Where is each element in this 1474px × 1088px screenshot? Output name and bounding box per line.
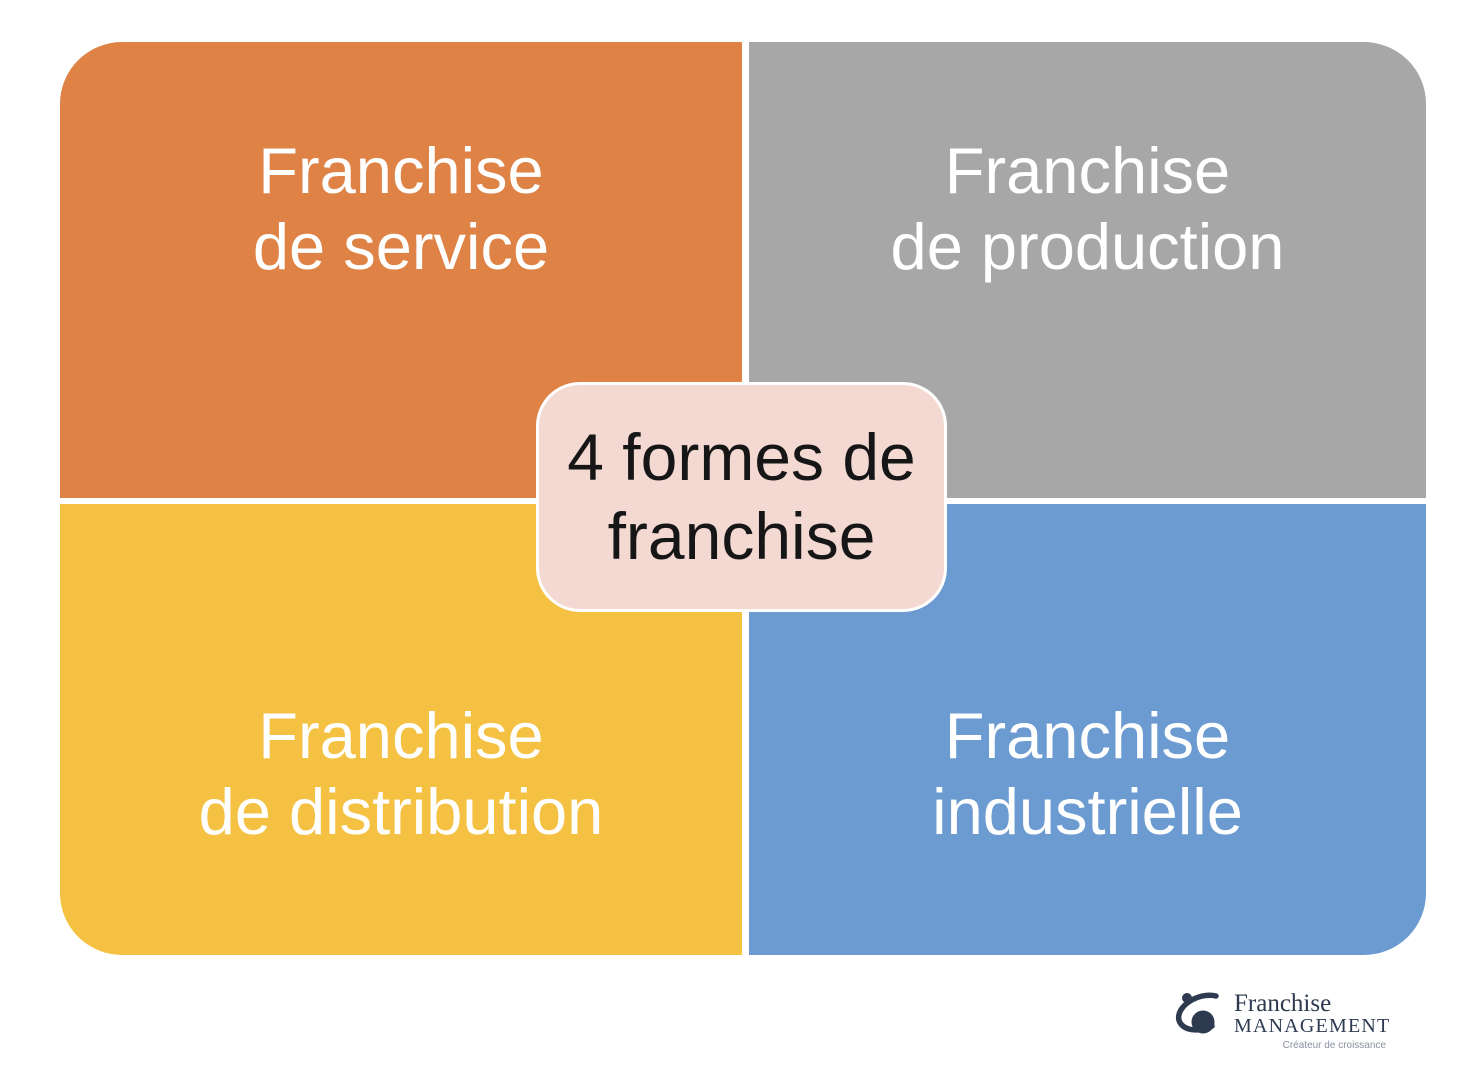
logo-brand-management: MANAGEMENT	[1234, 1015, 1391, 1037]
quadrant-production-label-line2: de production	[890, 210, 1285, 283]
quadrant-service-label-line1: Franchise	[258, 134, 544, 207]
quadrant-service-label-line2: de service	[252, 210, 550, 283]
quadrant-industrielle-label-line1: Franchise	[944, 699, 1231, 772]
quadrant-production-label-line1: Franchise	[944, 134, 1231, 207]
quadrant-distribution-label-line2: de distribution	[198, 775, 604, 848]
logo-text-block: Franchise MANAGEMENT Créateur de croissa…	[1234, 990, 1400, 1052]
quadrant-distribution-label: Franchise de distribution	[60, 698, 742, 850]
orbit-logo-icon	[1175, 992, 1219, 1034]
logo-brand-name: Franchise	[1234, 990, 1332, 1017]
quadrant-industrielle-label-line2: industrielle	[932, 775, 1243, 848]
quadrant-industrielle-label: Franchise industrielle	[749, 698, 1426, 850]
quadrant-franchise-de-service: Franchise de service	[60, 42, 742, 498]
brand-logo: Franchise MANAGEMENT Créateur de croissa…	[1170, 988, 1400, 1052]
center-title: 4 formes de franchise	[567, 418, 916, 576]
logo-tagline: Créateur de croissance	[1282, 1040, 1386, 1051]
quadrant-service-label: Franchise de service	[60, 133, 742, 285]
center-title-box: 4 formes de franchise	[536, 382, 947, 612]
center-title-line1: 4 formes de	[567, 420, 916, 494]
quadrant-distribution-label-line1: Franchise	[258, 699, 544, 772]
quadrant-production-label: Franchise de production	[749, 133, 1426, 285]
center-title-line2: franchise	[607, 499, 876, 573]
